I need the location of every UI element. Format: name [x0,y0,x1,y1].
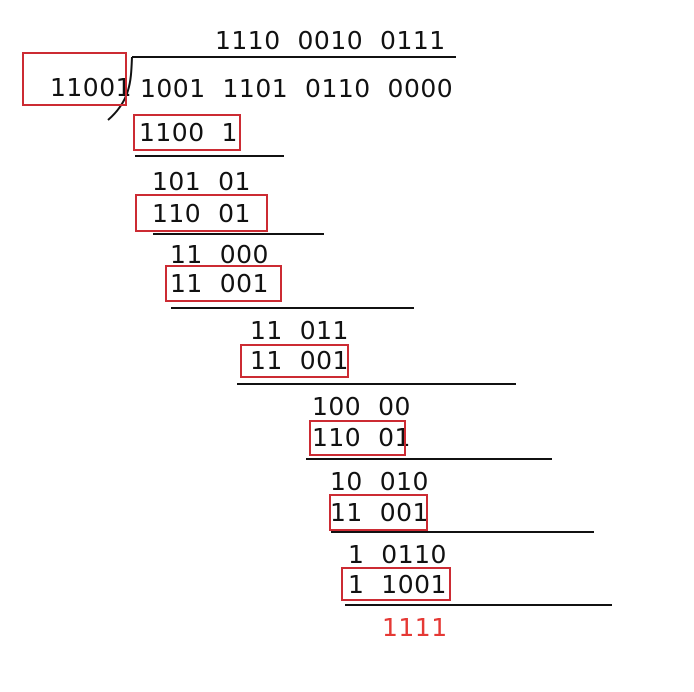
divisor-box [22,52,127,106]
step-2-box [135,194,268,232]
step-7-line [345,604,612,606]
divisor: 11001 [50,73,133,102]
step-4-line [237,383,516,385]
step-5-line [306,458,552,460]
step-6-box [329,494,428,531]
step-2-subtract: 110 01 [152,199,251,228]
step-1-box [133,114,241,151]
step-6-line [331,531,594,533]
step-6-subtract: 11 001 [330,498,429,527]
step-2-line [153,233,324,235]
step-3-box [165,265,282,302]
step-4-box [240,344,349,378]
dividend: 1001 1101 0110 0000 [140,74,454,103]
step-3-line [171,307,414,309]
step-7-subtract: 1 1001 [348,570,447,599]
step-4-subtract: 11 001 [250,346,349,375]
step-2-remainder: 101 01 [152,167,251,196]
step-3-remainder: 11 000 [170,240,269,269]
step-7-box [341,567,451,601]
step-1-subtract: 1100 1 [139,118,238,147]
final-remainder: 1111 [382,613,448,642]
step-7-remainder: 1 0110 [348,540,447,569]
step-6-remainder: 10 010 [330,467,429,496]
quotient: 1110 0010 0111 [215,26,446,55]
step-4-remainder: 11 011 [250,316,349,345]
step-5-box [309,420,406,456]
step-1-line [135,155,284,157]
step-5-remainder: 100 00 [312,392,411,421]
step-3-subtract: 11 001 [170,269,269,298]
